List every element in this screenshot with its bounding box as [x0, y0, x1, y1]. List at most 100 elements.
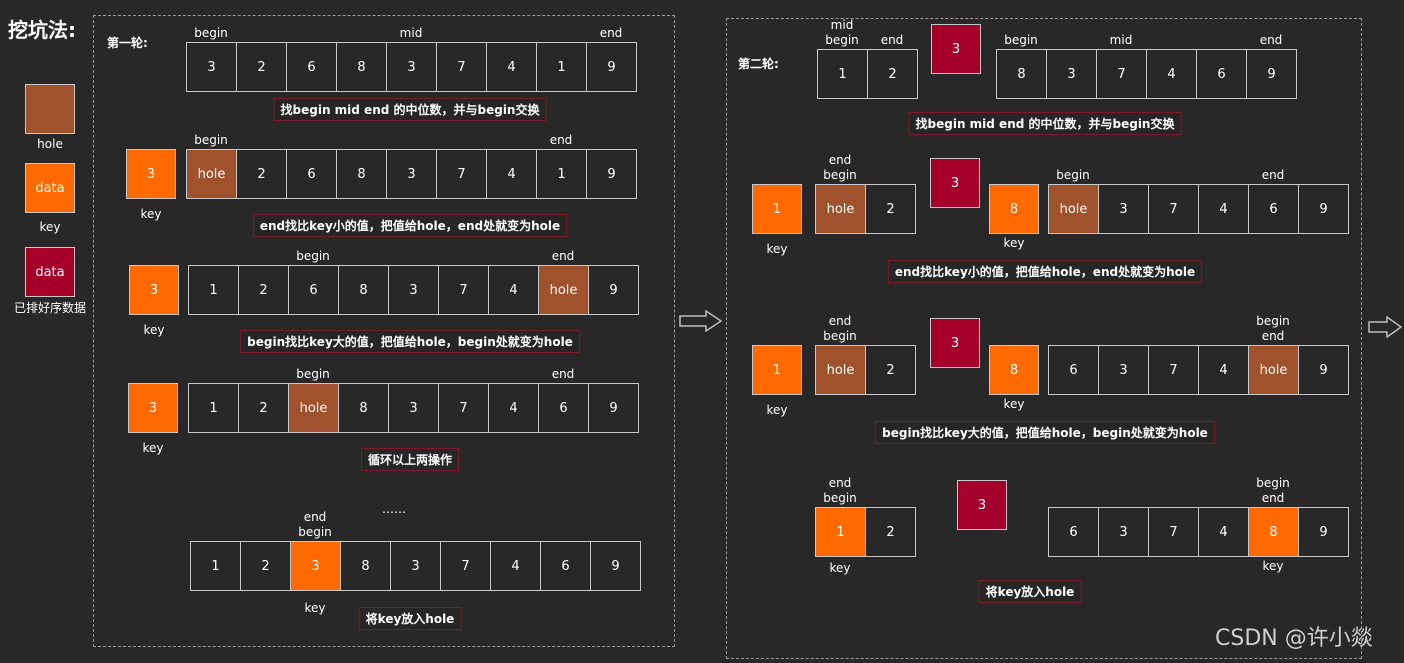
pointer-label-begin: begin	[194, 133, 228, 147]
array-cell: 8	[336, 42, 387, 92]
array-cell: 3	[1046, 49, 1097, 99]
array-cell: 3	[386, 42, 437, 92]
continue-arrow-icon	[1368, 316, 1403, 338]
array-cell: 7	[436, 149, 487, 199]
key-label: key	[766, 403, 788, 417]
array-cell: 9	[1246, 49, 1297, 99]
array-cell: 4	[1198, 345, 1249, 395]
hole-cell: hole	[815, 184, 866, 234]
array-cell: 3	[390, 541, 441, 591]
array-cell: 2	[865, 345, 916, 395]
array-cell: 6	[1048, 345, 1099, 395]
array-cell: 4	[488, 265, 539, 315]
array-cell: 6	[286, 42, 337, 92]
array-cell: 6	[288, 265, 339, 315]
key-box: 3	[126, 149, 176, 199]
pointer-label-begin: begin	[823, 168, 857, 182]
key-label: key	[142, 441, 164, 455]
pointer-label-begin: begin	[1256, 476, 1290, 490]
pointer-label-end: end	[551, 249, 575, 263]
array-cell: 4	[1198, 507, 1249, 557]
key-label: key	[1262, 559, 1284, 573]
array-cell: 7	[1148, 184, 1199, 234]
array-cell: 1	[536, 149, 587, 199]
key-cell: 1	[815, 507, 866, 557]
watermark: CSDN @许小燚	[1215, 626, 1373, 651]
step-caption: 将key放入hole	[978, 580, 1082, 603]
key-label: key	[1003, 397, 1025, 411]
array-cell: 7	[436, 42, 487, 92]
array-cell: 8	[340, 541, 391, 591]
step-caption: begin找比key大的值，把值给hole，begin处就变为hole	[875, 421, 1215, 444]
hole-cell: hole	[538, 265, 589, 315]
pointer-label-begin: begin	[298, 525, 332, 539]
round-1-panel	[93, 15, 675, 647]
array-cell: 7	[438, 265, 489, 315]
pointer-label-mid: mid	[830, 18, 854, 32]
array-cell: 8	[338, 265, 389, 315]
array-cell: 7	[1096, 49, 1147, 99]
array-cell: 3	[1098, 507, 1149, 557]
array-cell: 6	[1248, 184, 1299, 234]
array-cell: 6	[540, 541, 591, 591]
array-cell: 1	[188, 265, 239, 315]
legend-sorted-swatch: data	[25, 247, 75, 297]
legend-key-swatch: data	[25, 163, 75, 213]
key-box: 1	[752, 345, 802, 395]
array-cell: 9	[588, 383, 639, 433]
pointer-label-end: end	[1259, 33, 1283, 47]
array-cell: 4	[490, 541, 541, 591]
pointer-label-begin: begin	[823, 329, 857, 343]
key-label: key	[829, 561, 851, 575]
pointer-label-end: end	[828, 476, 852, 490]
key-box: 3	[128, 383, 178, 433]
array-cell: 3	[386, 149, 437, 199]
array-cell: 4	[1198, 184, 1249, 234]
pointer-label-begin: begin	[1056, 168, 1090, 182]
pointer-label-begin: begin	[296, 367, 330, 381]
pointer-label-end: end	[599, 26, 623, 40]
array-cell: 7	[438, 383, 489, 433]
step-caption: 循环以上两操作	[360, 448, 460, 471]
legend-sorted-label: 已排好序数据	[13, 301, 87, 315]
step-caption: end找比key小的值，把值给hole，end处就变为hole	[252, 214, 568, 237]
array-cell: 4	[486, 149, 537, 199]
round-2-label: 第二轮:	[738, 57, 779, 71]
pointer-label-mid: mid	[399, 26, 423, 40]
key-box: 1	[752, 184, 802, 234]
step-caption: 将key放入hole	[358, 607, 462, 630]
pointer-label-begin: begin	[296, 249, 330, 263]
array-cell: 8	[338, 383, 389, 433]
key-label: key	[143, 323, 165, 337]
array-cell: 6	[286, 149, 337, 199]
array-cell: 9	[586, 42, 637, 92]
key-box: 8	[989, 184, 1039, 234]
array-cell: 4	[1146, 49, 1197, 99]
sorted-pivot-box: 3	[930, 158, 980, 208]
hole-cell: hole	[186, 149, 237, 199]
ellipsis: ……	[382, 502, 406, 516]
array-cell: 6	[1048, 507, 1099, 557]
array-cell: 2	[236, 42, 287, 92]
array-cell: 2	[238, 265, 289, 315]
pointer-label-end: end	[303, 510, 327, 524]
pointer-label-end: end	[551, 367, 575, 381]
pointer-label-end: end	[828, 153, 852, 167]
round-1-label: 第一轮:	[107, 36, 148, 50]
legend-key-label: key	[39, 220, 61, 234]
pointer-label-end: end	[880, 33, 904, 47]
array-cell: 2	[865, 507, 916, 557]
step-caption: 找begin mid end 的中位数，并与begin交换	[908, 112, 1182, 135]
array-cell: 3	[388, 265, 439, 315]
sorted-pivot-box: 3	[957, 480, 1007, 530]
array-cell: 9	[1298, 345, 1349, 395]
array-cell: 9	[588, 265, 639, 315]
sorted-pivot-box: 3	[931, 24, 981, 74]
array-cell: 7	[1148, 507, 1199, 557]
